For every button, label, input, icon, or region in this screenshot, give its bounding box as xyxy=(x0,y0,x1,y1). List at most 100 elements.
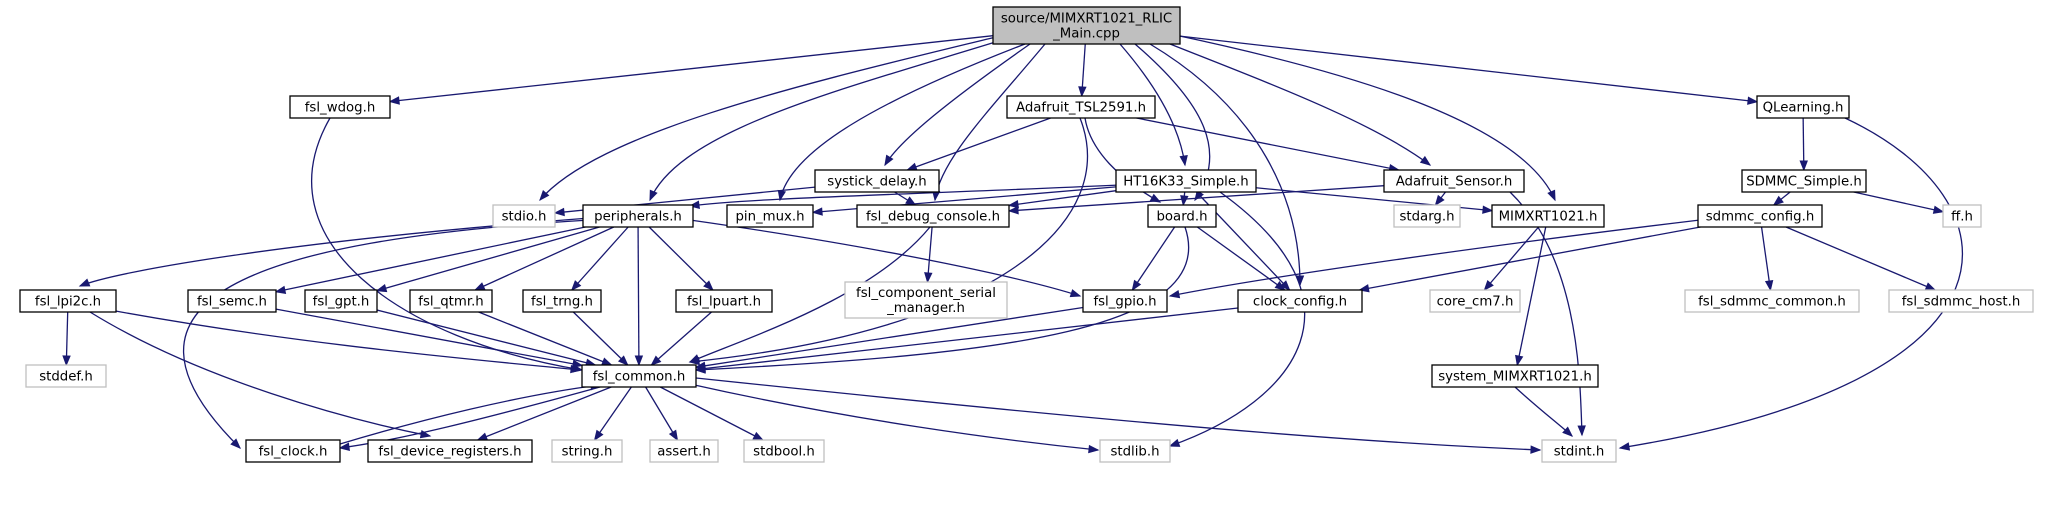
arrowhead-peripherals-to-fsl_qtmr xyxy=(473,282,486,291)
node-clock_config[interactable]: clock_config.h xyxy=(1237,289,1363,313)
node-systick[interactable]: systick_delay.h xyxy=(814,169,940,193)
edge-peripherals-to-fsl_trng xyxy=(571,226,629,291)
arrowhead-system_mimxrt1021-to-stdint xyxy=(1562,426,1574,437)
node-core_cm7: core_cm7.h xyxy=(1429,289,1521,313)
node-label-sdmmc_config: sdmmc_config.h xyxy=(1706,210,1815,225)
edge-peripherals-to-fsl_gpt xyxy=(376,226,600,292)
node-mimxrt1021[interactable]: MIMXRT1021.h xyxy=(1491,204,1605,228)
node-main[interactable]: source/MIMXRT1021_RLIC_Main.cpp xyxy=(992,6,1181,45)
node-fsl_lpi2c[interactable]: fsl_lpi2c.h xyxy=(19,289,117,313)
arrowhead-adafruit_sensor-to-stdint xyxy=(1577,425,1586,437)
edge-peripherals-to-fsl_qtmr xyxy=(474,226,615,291)
edge-main-to-ht16k33 xyxy=(1119,43,1186,166)
node-label-pin_mux: pin_mux.h xyxy=(735,210,804,225)
arrowhead-main-to-qlearning xyxy=(1747,96,1759,105)
node-label-stdint: stdint.h xyxy=(1554,445,1605,460)
node-box-fsl_common xyxy=(581,364,697,388)
node-fsl_gpt[interactable]: fsl_gpt.h xyxy=(304,289,378,313)
node-label-main: source/MIMXRT1021_RLIC xyxy=(1001,12,1172,27)
arrowhead-ht16k33-to-stdlib xyxy=(1168,438,1181,447)
node-fsl_clock[interactable]: fsl_clock.h xyxy=(245,439,341,463)
node-box-board xyxy=(1147,204,1217,228)
node-adafruit_sensor[interactable]: Adafruit_Sensor.h xyxy=(1383,169,1525,193)
node-label-fsl_gpio: fsl_gpio.h xyxy=(1093,295,1156,310)
node-box-fsl_trng xyxy=(522,289,602,313)
arrowhead-peripherals-to-fsl_lpuart xyxy=(703,280,714,291)
edge-adafruit_tsl-to-fsl_common xyxy=(689,117,1089,363)
node-box-fsl_lpuart xyxy=(675,289,773,313)
node-qlearning[interactable]: QLearning.h xyxy=(1756,95,1850,119)
edge-mimxrt1021-to-core_cm7 xyxy=(1483,226,1540,291)
arrowhead-adafruit_sensor-to-fsl_debug_console xyxy=(1007,206,1019,215)
edge-main-to-stdio xyxy=(539,35,1001,201)
node-box-string xyxy=(551,439,623,463)
node-pin_mux[interactable]: pin_mux.h xyxy=(726,204,814,228)
arrowhead-systick-to-stdio xyxy=(553,207,565,217)
edge-peripherals-to-fsl_common xyxy=(637,226,640,366)
node-fsl_trng[interactable]: fsl_trng.h xyxy=(522,289,602,313)
node-fsl_gpio[interactable]: fsl_gpio.h xyxy=(1082,289,1168,313)
node-system_mimxrt1021[interactable]: system_MIMXRT1021.h xyxy=(1431,364,1599,388)
edge-fsl_clock-to-fsl_common xyxy=(339,384,601,445)
edge-fsl_common-to-fsl_clock xyxy=(339,386,601,449)
arrowhead-fsl_common-to-stdbool xyxy=(752,431,764,441)
arrowhead-fsl_lpi2c-to-stddef xyxy=(62,355,71,367)
arrowhead-main-to-ht16k33 xyxy=(1179,154,1188,167)
node-box-fsl_debug_console xyxy=(856,204,1010,228)
node-box-fsl_sdmmc_common xyxy=(1684,289,1860,313)
node-adafruit_tsl[interactable]: Adafruit_TSL2591.h xyxy=(1006,95,1156,119)
node-label-stdbool: stdbool.h xyxy=(753,445,815,460)
node-box-fsl_semc xyxy=(187,289,277,313)
arrowhead-peripherals-to-fsl_trng xyxy=(570,280,582,292)
edge-main-to-systick xyxy=(884,43,1031,166)
edge-clock_config-to-fsl_common xyxy=(695,307,1239,371)
node-fsl_sdmmc_host: fsl_sdmmc_host.h xyxy=(1888,289,2034,313)
node-box-fsl_lpi2c xyxy=(19,289,117,313)
node-label-fsl_component_serial: fsl_component_serial xyxy=(856,286,996,301)
arrowhead-peripherals-to-fsl_gpio xyxy=(1069,289,1082,298)
node-assert: assert.h xyxy=(649,439,719,463)
node-label-fsl_device_registers: fsl_device_registers.h xyxy=(378,445,521,460)
node-ht16k33[interactable]: HT16K33_Simple.h xyxy=(1115,169,1257,193)
edge-fsl_lpuart-to-fsl_common xyxy=(651,311,712,366)
arrowhead-main-to-stdio xyxy=(539,190,550,202)
node-sdmmc_simple[interactable]: SDMMC_Simple.h xyxy=(1741,169,1867,193)
node-fsl_lpuart[interactable]: fsl_lpuart.h xyxy=(675,289,773,313)
node-stdbool: stdbool.h xyxy=(743,439,825,463)
node-fsl_qtmr[interactable]: fsl_qtmr.h xyxy=(409,289,493,313)
node-sdmmc_config[interactable]: sdmmc_config.h xyxy=(1697,204,1823,228)
nodes-layer: source/MIMXRT1021_RLIC_Main.cpp fsl_wdog.… xyxy=(19,6,2034,463)
node-fsl_common[interactable]: fsl_common.h xyxy=(581,364,697,388)
edge-fsl_gpt-to-fsl_common xyxy=(376,309,596,366)
node-box-adafruit_sensor xyxy=(1383,169,1525,193)
node-board[interactable]: board.h xyxy=(1147,204,1217,228)
node-label-board: board.h xyxy=(1156,210,1207,225)
node-label-systick: systick_delay.h xyxy=(827,175,926,190)
edge-ht16k33-to-stdlib xyxy=(1169,191,1306,447)
edge-peripherals-to-fsl_lpuart xyxy=(648,226,714,291)
node-box-peripherals xyxy=(582,204,694,228)
node-fsl_semc[interactable]: fsl_semc.h xyxy=(187,289,277,313)
node-fsl_debug_console[interactable]: fsl_debug_console.h xyxy=(856,204,1010,228)
node-fsl_device_registers[interactable]: fsl_device_registers.h xyxy=(367,439,533,463)
node-label-main: _Main.cpp xyxy=(1052,27,1120,42)
node-box-qlearning xyxy=(1756,95,1850,119)
node-peripherals[interactable]: peripherals.h xyxy=(582,204,694,228)
node-label-fsl_lpi2c: fsl_lpi2c.h xyxy=(35,295,101,310)
node-label-fsl_sdmmc_host: fsl_sdmmc_host.h xyxy=(1902,295,2021,310)
edge-sdmmc_config-to-fsl_sdmmc_common xyxy=(1760,226,1772,291)
node-stdio: stdio.h xyxy=(492,204,556,228)
arrowhead-sdmmc_config-to-fsl_gpio xyxy=(1168,289,1181,299)
edge-board-to-clock_config xyxy=(1196,226,1286,291)
arrowhead-ht16k33-to-pin_mux xyxy=(811,207,823,216)
arrowhead-fsl_common-to-assert xyxy=(668,429,679,442)
edge-main-to-pin_mux xyxy=(779,43,1026,201)
node-fsl_wdog[interactable]: fsl_wdog.h xyxy=(289,95,391,119)
edge-sdmmc_simple-to-ff xyxy=(1853,191,1944,213)
edge-main-to-peripherals xyxy=(649,39,1003,201)
node-label-fsl_wdog: fsl_wdog.h xyxy=(305,101,376,116)
node-box-fsl_clock xyxy=(245,439,341,463)
edge-fsl_common-to-stdbool xyxy=(659,386,764,441)
node-box-fsl_qtmr xyxy=(409,289,493,313)
edge-adafruit_tsl-to-adafruit_sensor xyxy=(1136,117,1399,171)
